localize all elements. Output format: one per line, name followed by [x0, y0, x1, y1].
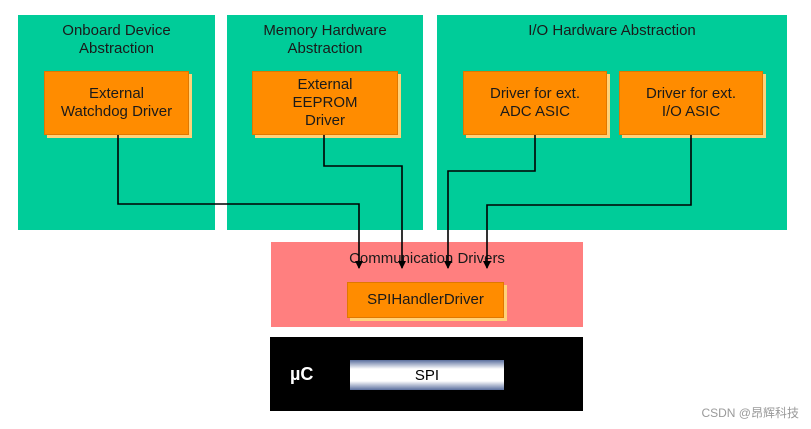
- watchdog-to-spi-handler-arrow: [117, 135, 363, 269]
- spi-handler-driver-module: SPIHandlerDriver: [347, 282, 504, 318]
- adc-to-spi-handler-arrow: [444, 135, 536, 269]
- spi-peripheral: SPI: [350, 360, 504, 390]
- adc-asic-driver-module: Driver for ext. ADC ASIC: [463, 71, 607, 135]
- io-asic-to-spi-handler-arrow: [483, 135, 692, 269]
- external-eeprom-driver-module: External EEPROM Driver: [252, 71, 398, 135]
- onboard-device-abstraction-title: Onboard Device Abstraction: [62, 22, 171, 57]
- external-watchdog-driver-module: External Watchdog Driver: [44, 71, 189, 135]
- io-asic-driver-module: Driver for ext. I/O ASIC: [619, 71, 763, 135]
- watermark: CSDN @昂辉科技: [701, 406, 799, 420]
- eeprom-to-spi-handler-arrow: [323, 135, 406, 269]
- memory-hardware-abstraction-title: Memory Hardware Abstraction: [263, 22, 387, 57]
- microcontroller-label: µC: [290, 364, 314, 384]
- io-hardware-abstraction-title: I/O Hardware Abstraction: [528, 22, 696, 39]
- communication-drivers-title: Communication Drivers: [349, 250, 505, 267]
